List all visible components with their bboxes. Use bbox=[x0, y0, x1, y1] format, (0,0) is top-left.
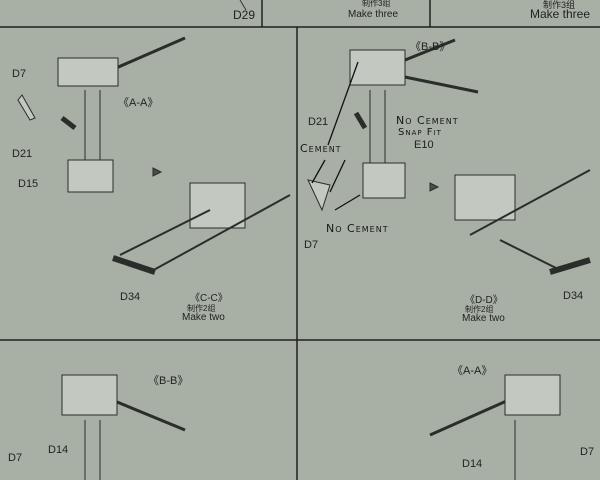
part-label-d7: D7 bbox=[12, 68, 27, 80]
view-label-bb-bottom: 《B-B》 bbox=[148, 375, 189, 387]
part-d15 bbox=[67, 159, 114, 193]
part-label-d14-bottom-right: D14 bbox=[462, 458, 483, 470]
part-dd-assembly bbox=[454, 174, 516, 221]
part-cc-assembly bbox=[189, 182, 246, 229]
view-label-cc: 《C-C》 bbox=[190, 293, 228, 304]
note-cement: Cement bbox=[300, 142, 342, 155]
part-d34 bbox=[112, 255, 156, 275]
part-aa-frame bbox=[57, 57, 119, 87]
part-d7-right bbox=[307, 179, 331, 212]
view-label-aa: 《A-A》 bbox=[118, 97, 159, 109]
part-label-d7-right: D7 bbox=[304, 239, 319, 251]
count-english-dd: Make two bbox=[462, 313, 505, 324]
part-label-d15: D15 bbox=[18, 178, 39, 190]
count-chinese-middle: 制作3组 bbox=[362, 0, 391, 8]
view-label-aa-bottom: 《A-A》 bbox=[452, 365, 493, 377]
part-label-e10: E10 bbox=[414, 139, 434, 151]
part-label-d21-right: D21 bbox=[308, 116, 329, 128]
note-snap-fit: Snap Fit bbox=[398, 127, 442, 138]
part-d7 bbox=[17, 94, 36, 121]
view-label-bb: 《B-B》 bbox=[410, 41, 451, 53]
part-e10 bbox=[362, 162, 406, 199]
count-english-right: Make three bbox=[530, 7, 591, 21]
view-label-dd: 《D-D》 bbox=[465, 295, 503, 306]
note-no-cement-snap: No Cement bbox=[396, 114, 459, 127]
part-label-d21: D21 bbox=[12, 148, 33, 160]
part-label-d14-bottom-left: D14 bbox=[48, 444, 69, 456]
count-chinese-cc: 制作2组 bbox=[187, 304, 216, 313]
count-english-middle: Make three bbox=[348, 9, 399, 20]
part-label-d34-right: D34 bbox=[563, 290, 584, 302]
part-label-d29: D29 bbox=[233, 8, 256, 22]
count-chinese-dd: 制作2组 bbox=[465, 305, 494, 314]
count-chinese-right: 制作3组 bbox=[543, 0, 576, 10]
part-label-d7-bottom-right: D7 bbox=[580, 446, 595, 458]
count-english-cc: Make two bbox=[182, 312, 225, 323]
part-label-d34: D34 bbox=[120, 291, 141, 303]
note-no-cement: No Cement bbox=[326, 222, 389, 235]
part-label-d7-bottom-left: D7 bbox=[8, 452, 23, 464]
